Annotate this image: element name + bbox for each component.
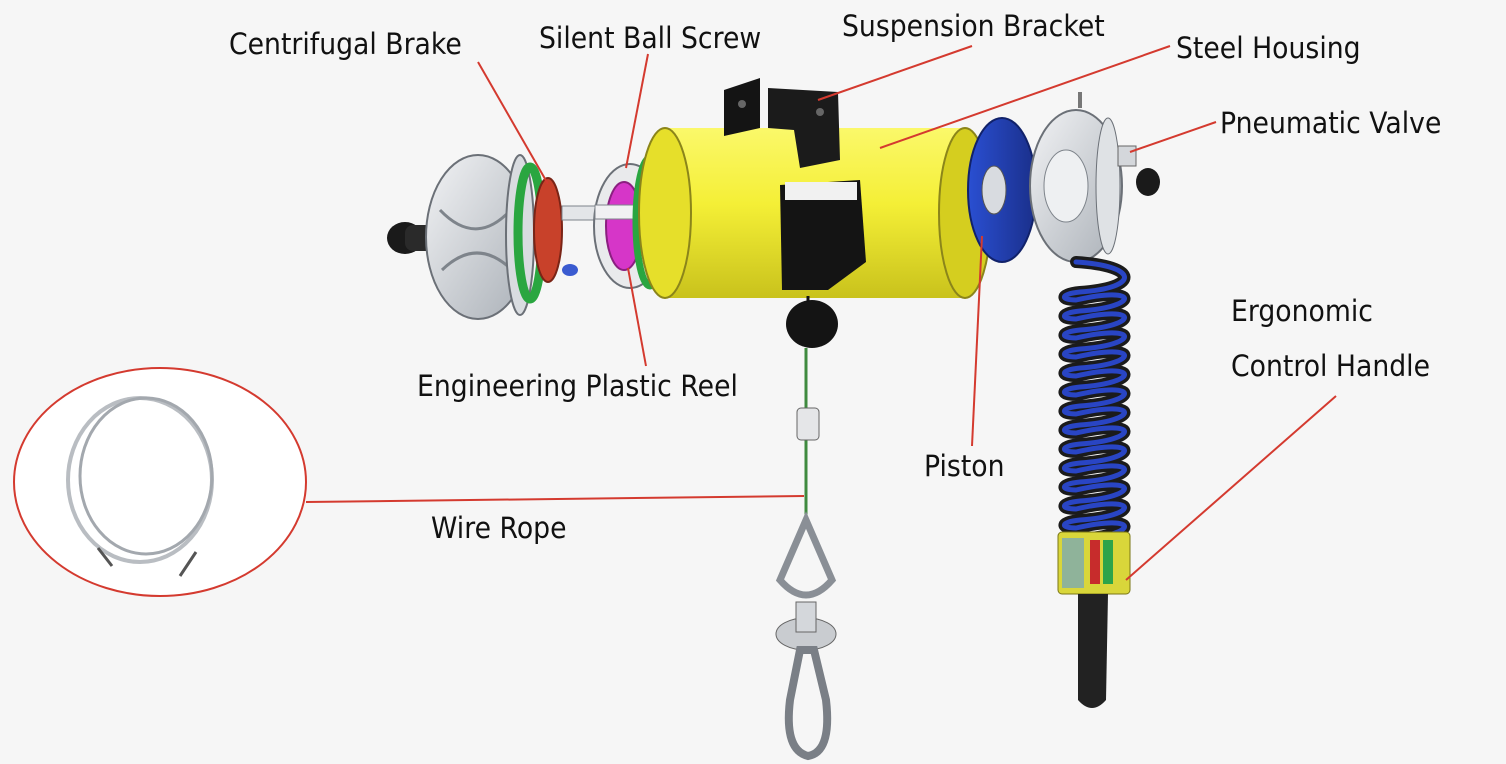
leader-plastic-reel — [627, 267, 647, 367]
valve-fitting — [1117, 145, 1137, 167]
leader-lines — [305, 45, 1337, 581]
rope-stop-ball — [786, 300, 838, 348]
leader-silent-ball-screw — [625, 53, 649, 169]
rope-end-1 — [96, 547, 114, 567]
piston-hub — [981, 165, 1007, 215]
valve-cap-center — [1043, 149, 1089, 223]
label-steel-housing: Steel Housing — [1176, 31, 1361, 65]
coiled-hose — [1058, 256, 1131, 553]
handle-green-button — [1103, 540, 1113, 584]
wire-rope-hook — [775, 296, 838, 761]
rope-thimble — [775, 511, 837, 599]
label-wire-rope: Wire Rope — [431, 511, 567, 545]
front-label-panel — [780, 180, 866, 290]
leader-centrifugal-brake — [477, 61, 549, 185]
handle-red-button — [1090, 540, 1100, 584]
suspension-bracket-part — [724, 78, 840, 168]
label-centrifugal-brake: Centrifugal Brake — [229, 27, 462, 61]
label-ergonomic: Ergonomic — [1231, 294, 1373, 328]
bracket-main-plate — [768, 88, 840, 168]
hook — [784, 646, 832, 761]
brake-end-cap — [387, 154, 601, 320]
leader-pneumatic-valve — [1129, 121, 1217, 153]
ergonomic-handle-part — [1057, 531, 1131, 708]
valve-bolt — [1078, 92, 1082, 108]
valve-cap-rim — [1095, 117, 1121, 255]
leader-steel-housing — [879, 45, 1171, 149]
leader-control-handle — [1125, 395, 1337, 581]
label-silent-ball-screw: Silent Ball Screw — [539, 21, 762, 55]
front-label-plate — [785, 182, 857, 200]
pneumatic-valve-part — [1029, 92, 1160, 263]
label-suspension-bracket: Suspension Bracket — [842, 9, 1105, 43]
swivel-shank — [795, 601, 817, 633]
label-pneumatic-valve: Pneumatic Valve — [1220, 106, 1442, 140]
valve-knob — [1136, 168, 1160, 196]
rope-end-2 — [178, 551, 198, 577]
brake-fitting — [562, 264, 578, 276]
housing-left-face — [638, 127, 692, 299]
leader-wire-rope — [305, 495, 805, 503]
piston-part — [967, 117, 1037, 263]
centrifugal-brake-part — [533, 177, 563, 283]
bracket-bolt-2 — [816, 108, 824, 116]
label-control-handle: Control Handle — [1231, 349, 1431, 383]
rope-ferrule — [796, 407, 820, 441]
handle-grip — [1078, 594, 1108, 708]
wire-rope-detail — [13, 367, 307, 597]
leader-piston — [971, 235, 983, 447]
label-piston: Piston — [924, 449, 1005, 483]
coiled-rope-2 — [78, 396, 214, 556]
label-engineering-plastic-reel: Engineering Plastic Reel — [417, 369, 738, 403]
handle-side-plate — [1062, 538, 1084, 588]
hose-coil-inner — [1062, 259, 1127, 550]
bracket-bolt-1 — [738, 100, 746, 108]
leader-suspension-bracket — [817, 45, 973, 101]
